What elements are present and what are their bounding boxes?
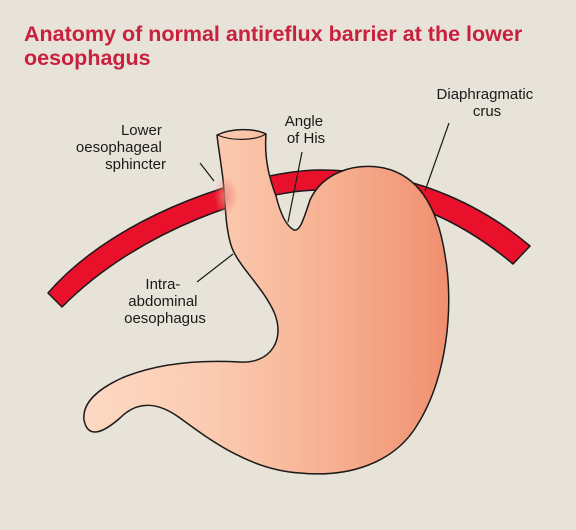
label-les-line-1: Lower (121, 122, 162, 139)
figure-title: Anatomy of normal antireflux barrier at … (24, 22, 564, 70)
leader-line-intra-abdominal (196, 253, 234, 283)
label-intra-abdominal-oesophagus: Intra- abdominal oesophagus (124, 276, 206, 327)
label-intra-line-3: oesophagus (124, 310, 206, 327)
label-angle-of-his: Angle of His (285, 113, 328, 147)
label-les-line-3: sphincter (105, 156, 166, 173)
label-intra-line-1: Intra- (145, 276, 180, 293)
leader-line-les (199, 162, 215, 182)
figure-title-line-1: Anatomy of normal antireflux barrier at … (24, 22, 523, 46)
label-crus-line-1: Diaphragmatic (437, 86, 534, 103)
sphincter-highlight (214, 176, 238, 216)
stomach-and-oesophagus (83, 128, 450, 475)
leader-line-angle-of-his (287, 151, 303, 223)
leader-line-crus (424, 122, 450, 192)
label-angle-line-1: Angle (285, 113, 323, 130)
label-diaphragmatic-crus: Diaphragmatic crus (437, 86, 538, 120)
label-intra-line-2: abdominal (128, 293, 197, 310)
label-lower-oesophageal-sphincter: Lower oesophageal sphincter (76, 122, 166, 173)
figure-title-line-2: oesophagus (24, 46, 151, 70)
label-angle-line-2: of His (287, 130, 325, 147)
oesophagus-opening (216, 133, 267, 140)
label-les-line-2: oesophageal (76, 139, 162, 156)
label-crus-line-2: crus (473, 103, 501, 120)
